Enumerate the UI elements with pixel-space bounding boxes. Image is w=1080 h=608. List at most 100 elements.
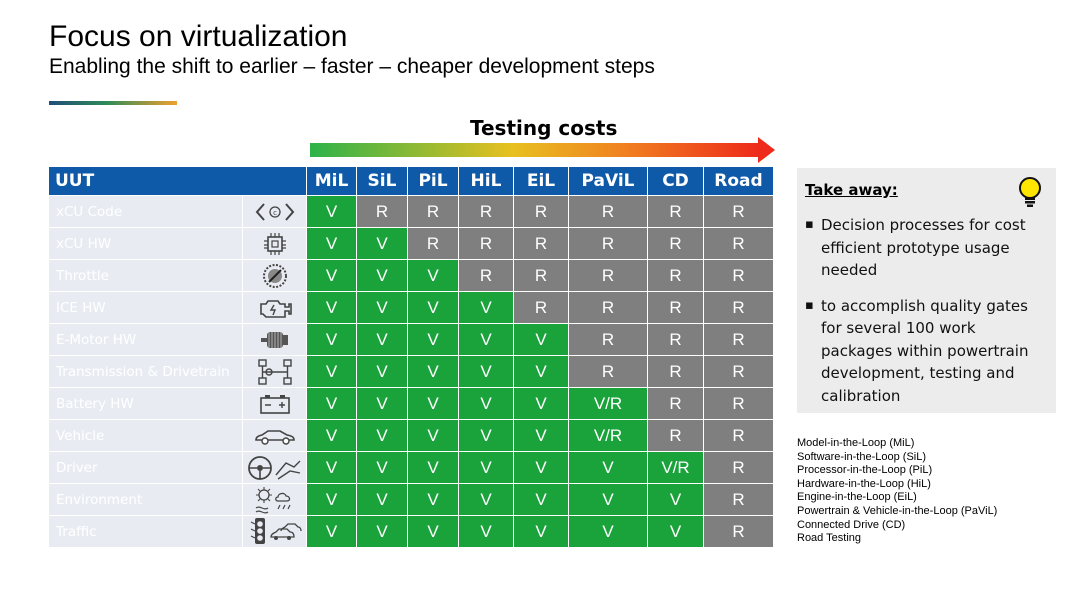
takeaway-bullet: Decision processes for cost efficient pr… bbox=[805, 214, 1050, 282]
matrix-cell: V bbox=[513, 419, 569, 452]
battery-icon bbox=[242, 387, 307, 420]
matrix-cell: V bbox=[356, 259, 408, 292]
column-header: Road bbox=[703, 166, 774, 196]
matrix-cell: V bbox=[356, 515, 408, 548]
column-header: PaViL bbox=[568, 166, 648, 196]
matrix-cell: V bbox=[306, 195, 357, 228]
legend-item: Connected Drive (CD) bbox=[797, 518, 906, 531]
engine-icon bbox=[242, 291, 307, 324]
matrix-cell: V bbox=[407, 259, 459, 292]
matrix-cell: V bbox=[407, 323, 459, 356]
takeaway-list: Decision processes for cost efficient pr… bbox=[805, 214, 1050, 420]
legend-item: Road Testing bbox=[797, 532, 862, 545]
uut-name: Battery HW bbox=[48, 387, 243, 420]
car-icon bbox=[242, 419, 307, 452]
matrix-cell: V bbox=[356, 323, 408, 356]
matrix-cell: R bbox=[647, 419, 704, 452]
matrix-cell: R bbox=[568, 227, 648, 260]
matrix-cell: V bbox=[513, 483, 569, 516]
matrix-cell: V bbox=[513, 451, 569, 484]
legend-item: Model-in-the-Loop (MiL) bbox=[797, 437, 915, 449]
matrix-cell: V bbox=[458, 451, 514, 484]
matrix-cell: R bbox=[703, 483, 774, 516]
matrix-cell: V bbox=[407, 419, 459, 452]
uut-name: E-Motor HW bbox=[48, 323, 243, 356]
legend-item: Engine-in-the-Loop (EiL) bbox=[797, 491, 917, 504]
matrix-cell: V bbox=[458, 291, 514, 324]
uut-name: Environment bbox=[48, 483, 243, 516]
matrix-cell: R bbox=[458, 195, 514, 228]
matrix-cell: V bbox=[356, 227, 408, 260]
matrix-cell: V bbox=[458, 323, 514, 356]
matrix-cell: V bbox=[356, 419, 408, 452]
column-header: PiL bbox=[407, 166, 459, 196]
uut-name: Throttle bbox=[48, 259, 243, 292]
matrix-cell: R bbox=[513, 227, 569, 260]
matrix-cell: V bbox=[458, 387, 514, 420]
matrix-cell: V bbox=[407, 387, 459, 420]
matrix-cell: V bbox=[306, 227, 357, 260]
matrix-cell: V bbox=[306, 291, 357, 324]
matrix-cell: R bbox=[703, 387, 774, 420]
page-subtitle: Enabling the shift to earlier – faster –… bbox=[49, 55, 655, 78]
weather-icon bbox=[242, 483, 307, 516]
uut-name: Vehicle bbox=[48, 419, 243, 452]
legend-item: Software-in-the-Loop (SiL) bbox=[797, 450, 927, 463]
matrix-cell: R bbox=[703, 451, 774, 484]
matrix-cell: V bbox=[407, 515, 459, 548]
drivetrain-icon bbox=[242, 355, 307, 388]
cost-gradient-arrow bbox=[310, 143, 760, 157]
matrix-cell: R bbox=[568, 355, 648, 388]
column-header: CD bbox=[647, 166, 704, 196]
accent-line bbox=[49, 101, 177, 105]
matrix-cell: V bbox=[458, 419, 514, 452]
arrow-head-icon bbox=[758, 137, 775, 163]
table-header-row: UUT MiL SiL PiL HiL EiL PaViL CD Road bbox=[48, 166, 774, 196]
matrix-cell: R bbox=[568, 195, 648, 228]
matrix-cell: R bbox=[703, 323, 774, 356]
matrix-cell: R bbox=[407, 227, 459, 260]
matrix-cell: R bbox=[703, 227, 774, 260]
matrix-cell: V bbox=[306, 387, 357, 420]
matrix-cell: V bbox=[306, 419, 357, 452]
testing-costs-label: Testing costs bbox=[470, 116, 618, 140]
svg-text:c: c bbox=[273, 209, 277, 217]
matrix-cell: R bbox=[647, 387, 704, 420]
matrix-cell: R bbox=[703, 515, 774, 548]
takeaway-title: Take away: bbox=[805, 181, 898, 199]
lightbulb-icon bbox=[1016, 176, 1044, 213]
uut-name: ICE HW bbox=[48, 291, 243, 324]
matrix-cell: V bbox=[647, 483, 704, 516]
matrix-cell: R bbox=[407, 195, 459, 228]
matrix-cell: R bbox=[356, 195, 408, 228]
matrix-cell: V bbox=[356, 355, 408, 388]
matrix-cell: V bbox=[513, 387, 569, 420]
matrix-cell: V bbox=[568, 451, 648, 484]
matrix-cell: R bbox=[647, 323, 704, 356]
matrix-cell: V/R bbox=[647, 451, 704, 484]
matrix-cell: R bbox=[568, 291, 648, 324]
matrix-cell: R bbox=[458, 227, 514, 260]
matrix-cell: V bbox=[407, 355, 459, 388]
matrix-cell: V bbox=[407, 291, 459, 324]
column-header: HiL bbox=[458, 166, 514, 196]
matrix-cell: V bbox=[407, 483, 459, 516]
matrix-cell: R bbox=[647, 227, 704, 260]
motor-icon bbox=[242, 323, 307, 356]
throttle-icon bbox=[242, 259, 307, 292]
legend-item: Hardware-in-the-Loop (HiL) bbox=[797, 477, 931, 490]
matrix-cell: R bbox=[703, 259, 774, 292]
matrix-cell: V bbox=[356, 451, 408, 484]
matrix-cell: V bbox=[356, 291, 408, 324]
uut-name: Traffic bbox=[48, 515, 243, 548]
matrix-cell: V bbox=[458, 483, 514, 516]
matrix-cell: R bbox=[513, 259, 569, 292]
